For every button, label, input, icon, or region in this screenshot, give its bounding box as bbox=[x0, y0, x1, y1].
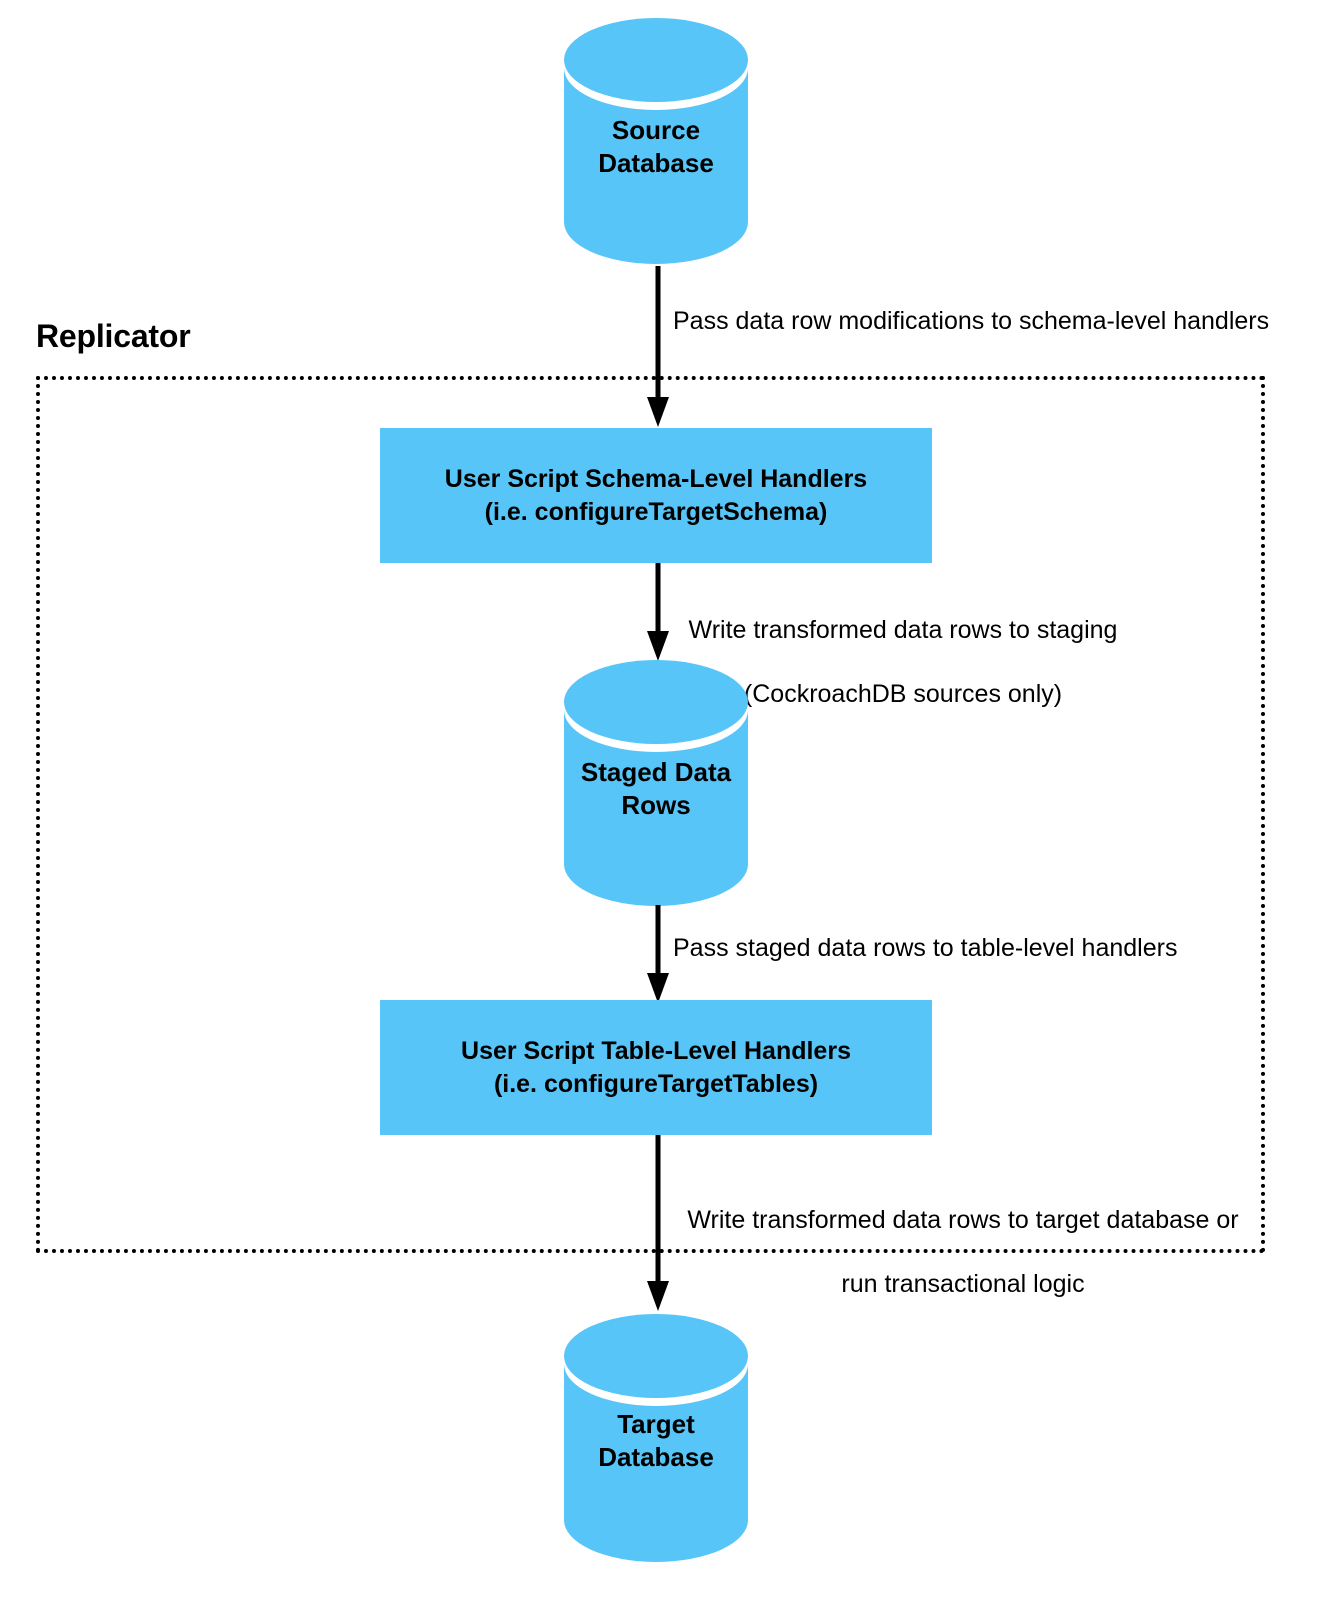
cylinder-shape bbox=[564, 660, 748, 906]
arrow-table-to-target bbox=[647, 1135, 669, 1312]
arrow-source-to-schema bbox=[647, 266, 669, 428]
edge-label-schema-to-staged-line2: (CockroachDB sources only) bbox=[743, 680, 1063, 708]
node-schema-level-handlers-label-line2: (i.e. configureTargetSchema) bbox=[484, 497, 828, 526]
node-source-database: Source Database bbox=[563, 16, 749, 266]
node-table-level-handlers-label-line1: User Script Table-Level Handlers bbox=[461, 1037, 851, 1065]
node-table-level-handlers: User Script Table-Level Handlers (i.e. c… bbox=[380, 1000, 932, 1135]
node-schema-level-handlers-label-line1: User Script Schema-Level Handlers bbox=[444, 465, 868, 493]
node-schema-level-handlers-label: User Script Schema-Level Handlers (i.e. … bbox=[445, 463, 867, 528]
edge-label-staged-to-table: Pass staged data rows to table-level han… bbox=[673, 934, 1178, 962]
arrow-staged-to-table bbox=[647, 905, 669, 1004]
node-staged-data-rows: Staged Data Rows bbox=[563, 658, 749, 908]
edge-label-schema-to-staged: Write transformed data rows to staging (… bbox=[673, 582, 1133, 710]
cylinder-shape bbox=[564, 1314, 748, 1562]
node-target-database: Target Database bbox=[563, 1312, 749, 1564]
edge-label-source-to-schema: Pass data row modifications to schema-le… bbox=[673, 307, 1270, 335]
edge-label-table-to-target-line1: Write transformed data rows to target da… bbox=[687, 1206, 1239, 1234]
edge-label-schema-to-staged-line1: Write transformed data rows to staging bbox=[688, 616, 1118, 644]
replicator-boundary-box bbox=[36, 376, 1265, 1253]
edge-label-table-to-target: Write transformed data rows to target da… bbox=[673, 1172, 1253, 1300]
node-table-level-handlers-label-line2: (i.e. configureTargetTables) bbox=[493, 1069, 819, 1098]
node-schema-level-handlers: User Script Schema-Level Handlers (i.e. … bbox=[380, 428, 932, 563]
arrow-schema-to-staged bbox=[647, 563, 669, 662]
edge-label-table-to-target-line2: run transactional logic bbox=[841, 1270, 1085, 1298]
cylinder-shape bbox=[564, 18, 748, 264]
node-table-level-handlers-label: User Script Table-Level Handlers (i.e. c… bbox=[461, 1035, 851, 1100]
replicator-boundary-label: Replicator bbox=[36, 318, 191, 354]
